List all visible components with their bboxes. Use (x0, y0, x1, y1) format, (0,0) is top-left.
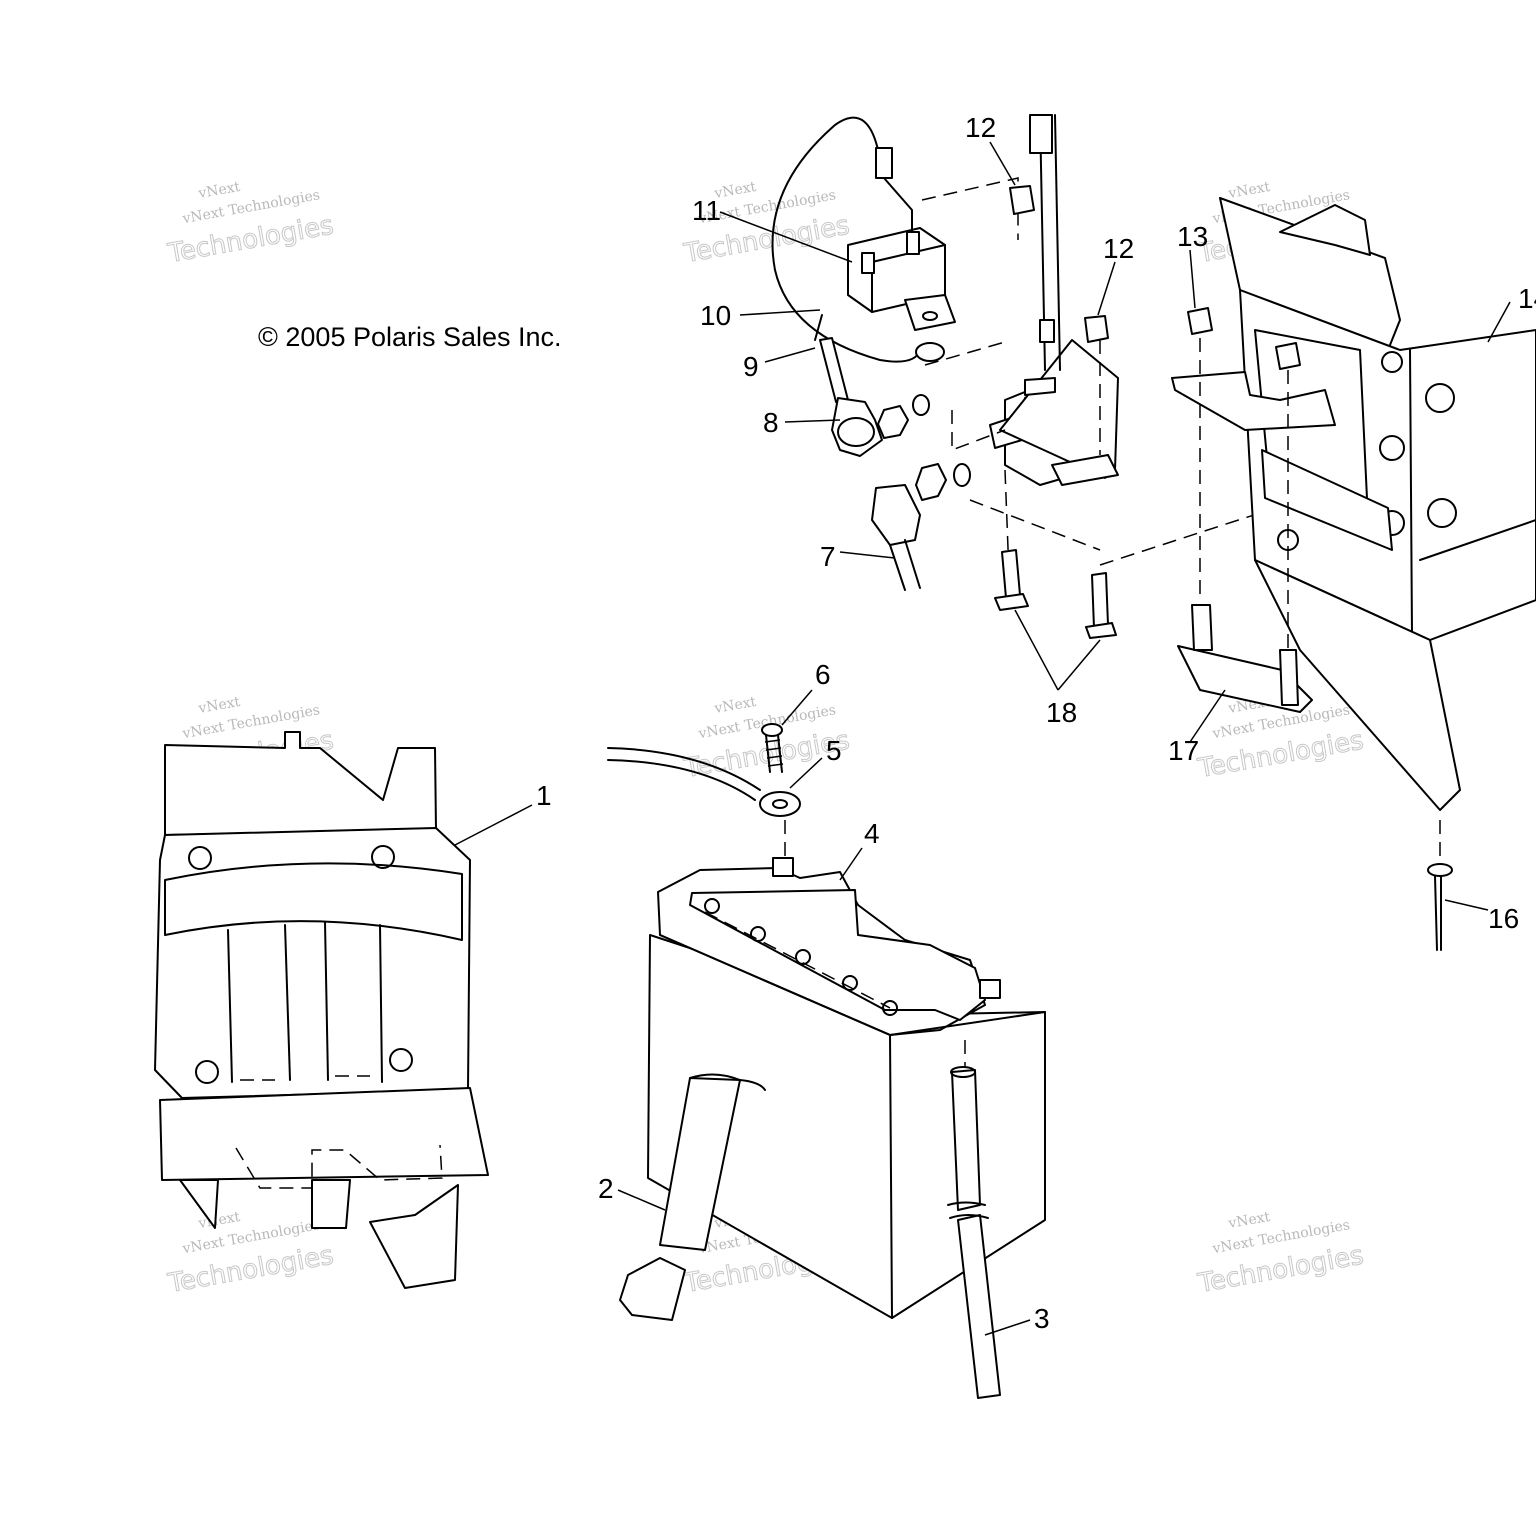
callout-12-right: 12 (1103, 233, 1134, 264)
callout-1: 1 (536, 780, 552, 811)
callout-7: 7 (820, 541, 836, 572)
mounting-bracket-part (1171, 197, 1536, 951)
terminal-cable-part (607, 723, 801, 817)
svg-text:vNext: vNext (712, 694, 757, 717)
battery-part (647, 820, 1046, 1319)
watermark: vNext vNext Technologies Technologies (165, 1209, 337, 1300)
battery-cable-part (619, 1073, 766, 1321)
callout-11: 11 (692, 195, 721, 226)
svg-text:vNext: vNext (1226, 179, 1271, 202)
svg-text:vNext: vNext (196, 694, 241, 717)
svg-text:vNext: vNext (712, 179, 757, 202)
callout-8: 8 (763, 407, 779, 438)
callout-2: 2 (598, 1173, 614, 1204)
callout-14: 14 (1518, 283, 1536, 314)
callout-17: 17 (1168, 735, 1199, 766)
callout-12-top: 12 (965, 112, 996, 143)
callout-4: 4 (864, 818, 880, 849)
svg-text:vNext: vNext (1226, 1209, 1271, 1232)
callout-6: 6 (815, 659, 831, 690)
callout-18: 18 (1046, 697, 1077, 728)
callout-16: 16 (1488, 903, 1519, 934)
watermark: vNext vNext Technologies Technologies (1195, 1209, 1367, 1300)
watermark: vNext vNext Technologies Technologies (165, 179, 337, 270)
callout-labels: 1 2 3 4 5 6 7 8 9 10 11 12 12 13 14 16 1… (536, 112, 1536, 1334)
callout-3: 3 (1034, 1303, 1050, 1334)
copyright-notice: © 2005 Polaris Sales Inc. (258, 322, 562, 352)
svg-text:vNext: vNext (196, 179, 241, 202)
callout-13: 13 (1177, 221, 1208, 252)
callout-10: 10 (700, 300, 731, 331)
callout-5: 5 (826, 735, 842, 766)
screw-part (761, 723, 784, 773)
callout-9: 9 (743, 351, 759, 382)
leader-lines (454, 141, 1511, 1336)
solenoid-assembly (771, 114, 1301, 639)
battery-box-part (154, 731, 489, 1289)
vent-tube-part (947, 1040, 1001, 1399)
